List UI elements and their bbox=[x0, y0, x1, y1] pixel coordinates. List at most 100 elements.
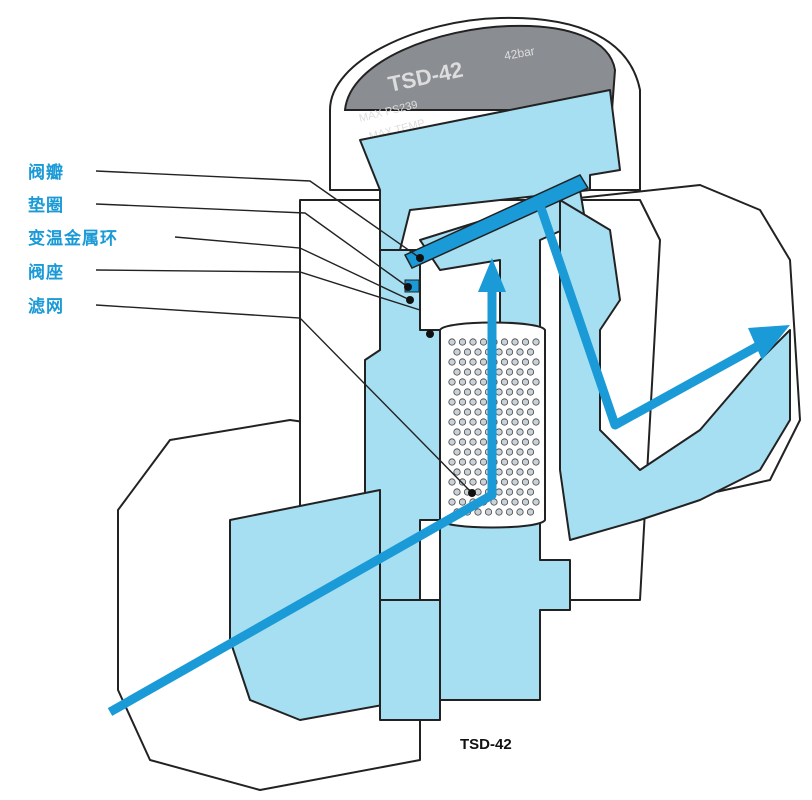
strainer-hole bbox=[500, 338, 509, 346]
strainer-hole bbox=[448, 418, 456, 426]
strainer-hole bbox=[516, 448, 524, 456]
cap-nameplate: TSD-42 MAX PS239 MAX TEMP 42bar bbox=[343, 24, 617, 143]
strainer-hole bbox=[495, 348, 503, 356]
strainer-hole bbox=[448, 338, 456, 346]
strainer-hole bbox=[532, 498, 540, 506]
strainer-hole bbox=[532, 378, 540, 386]
strainer-hole bbox=[505, 488, 514, 496]
strainer-hole bbox=[505, 368, 514, 376]
strainer-hole bbox=[474, 448, 482, 456]
leader-bimetal bbox=[174, 236, 411, 301]
strainer-hole bbox=[458, 458, 467, 466]
strainer-hole bbox=[463, 408, 472, 416]
strainer-hole bbox=[516, 408, 524, 416]
strainer-hole bbox=[516, 388, 524, 396]
strainer-hole bbox=[511, 418, 519, 426]
strainer-hole bbox=[532, 338, 540, 346]
strainer-hole bbox=[469, 338, 477, 346]
strainer-hole bbox=[532, 358, 540, 366]
leader-dots bbox=[404, 254, 476, 497]
strainer-hole bbox=[505, 448, 514, 456]
strainer-hole bbox=[448, 478, 456, 486]
strainer-hole bbox=[474, 408, 482, 416]
strainer-hole bbox=[500, 418, 509, 426]
strainer-hole bbox=[448, 438, 456, 446]
strainer-hole bbox=[458, 498, 467, 506]
strainer-hole bbox=[474, 508, 482, 516]
strainer-hole bbox=[516, 468, 524, 476]
strainer-hole bbox=[469, 378, 477, 386]
strainer-hole bbox=[469, 478, 477, 486]
strainer-hole bbox=[463, 468, 472, 476]
strainer-hole bbox=[526, 508, 535, 516]
strainer-hole bbox=[505, 468, 514, 476]
label-bimetal-ring: 变温金属环 bbox=[28, 229, 118, 249]
strainer-hole bbox=[505, 388, 514, 396]
strainer-hole bbox=[500, 458, 509, 466]
strainer-hole bbox=[474, 368, 482, 376]
section-faces bbox=[229, 89, 791, 721]
strainer-hole bbox=[458, 358, 467, 366]
strainer-hole bbox=[495, 508, 503, 516]
strainer-hole bbox=[458, 378, 467, 386]
strainer-hole bbox=[458, 398, 467, 406]
strainer-hole bbox=[479, 398, 488, 406]
strainer-hole bbox=[479, 458, 488, 466]
strainer-hole bbox=[516, 508, 524, 516]
nameplate-rating: 42bar bbox=[503, 44, 536, 63]
strainer-hole bbox=[453, 468, 461, 476]
strainer-hole bbox=[448, 498, 456, 506]
strainer-hole bbox=[495, 388, 503, 396]
strainer-hole bbox=[474, 468, 482, 476]
strainer-hole bbox=[479, 358, 488, 366]
strainer-hole bbox=[448, 358, 456, 366]
strainer-hole bbox=[516, 488, 524, 496]
strainer-hole bbox=[521, 358, 530, 366]
strainer-hole bbox=[521, 398, 530, 406]
strainer-hole bbox=[474, 388, 482, 396]
strainer-hole bbox=[469, 358, 477, 366]
strainer-hole bbox=[521, 498, 530, 506]
leader-disc bbox=[95, 170, 421, 259]
strainer-hole bbox=[521, 378, 530, 386]
flow-arrows bbox=[107, 203, 763, 716]
strainer-hole bbox=[521, 418, 530, 426]
strainer-hole bbox=[469, 398, 477, 406]
strainer-hole bbox=[479, 378, 488, 386]
strainer-hole bbox=[500, 498, 509, 506]
strainer-hole bbox=[453, 488, 461, 496]
strainer-hole bbox=[495, 368, 503, 376]
strainer-hole bbox=[516, 368, 524, 376]
strainer-hole bbox=[469, 438, 477, 446]
flow-arrowheads bbox=[478, 258, 790, 360]
label-disc: 阀瓣 bbox=[28, 163, 64, 183]
strainer-hole bbox=[526, 408, 535, 416]
strainer-hole bbox=[484, 508, 493, 516]
strainer-hole bbox=[521, 458, 530, 466]
strainer-hole bbox=[463, 388, 472, 396]
leader-strainer bbox=[95, 304, 473, 494]
strainer-hole bbox=[479, 338, 488, 346]
strainer-hole bbox=[516, 428, 524, 436]
strainer-hole bbox=[505, 508, 514, 516]
strainer-hole bbox=[532, 438, 540, 446]
strainer-hole bbox=[448, 398, 456, 406]
strainer-hole bbox=[463, 428, 472, 436]
strainer-hole bbox=[495, 408, 503, 416]
strainer-hole bbox=[511, 338, 519, 346]
strainer-hole bbox=[448, 458, 456, 466]
strainer-hole bbox=[532, 418, 540, 426]
strainer-hole bbox=[463, 368, 472, 376]
strainer-hole bbox=[505, 428, 514, 436]
strainer-hole bbox=[453, 428, 461, 436]
label-gasket: 垫圈 bbox=[28, 196, 64, 216]
strainer-hole bbox=[453, 368, 461, 376]
strainer-hole bbox=[474, 348, 482, 356]
strainer-hole bbox=[479, 418, 488, 426]
strainer-hole bbox=[463, 348, 472, 356]
strainer-hole bbox=[458, 418, 467, 426]
strainer-hole bbox=[526, 348, 535, 356]
strainer-hole bbox=[505, 348, 514, 356]
strainer-hole bbox=[526, 468, 535, 476]
strainer-hole bbox=[469, 418, 477, 426]
